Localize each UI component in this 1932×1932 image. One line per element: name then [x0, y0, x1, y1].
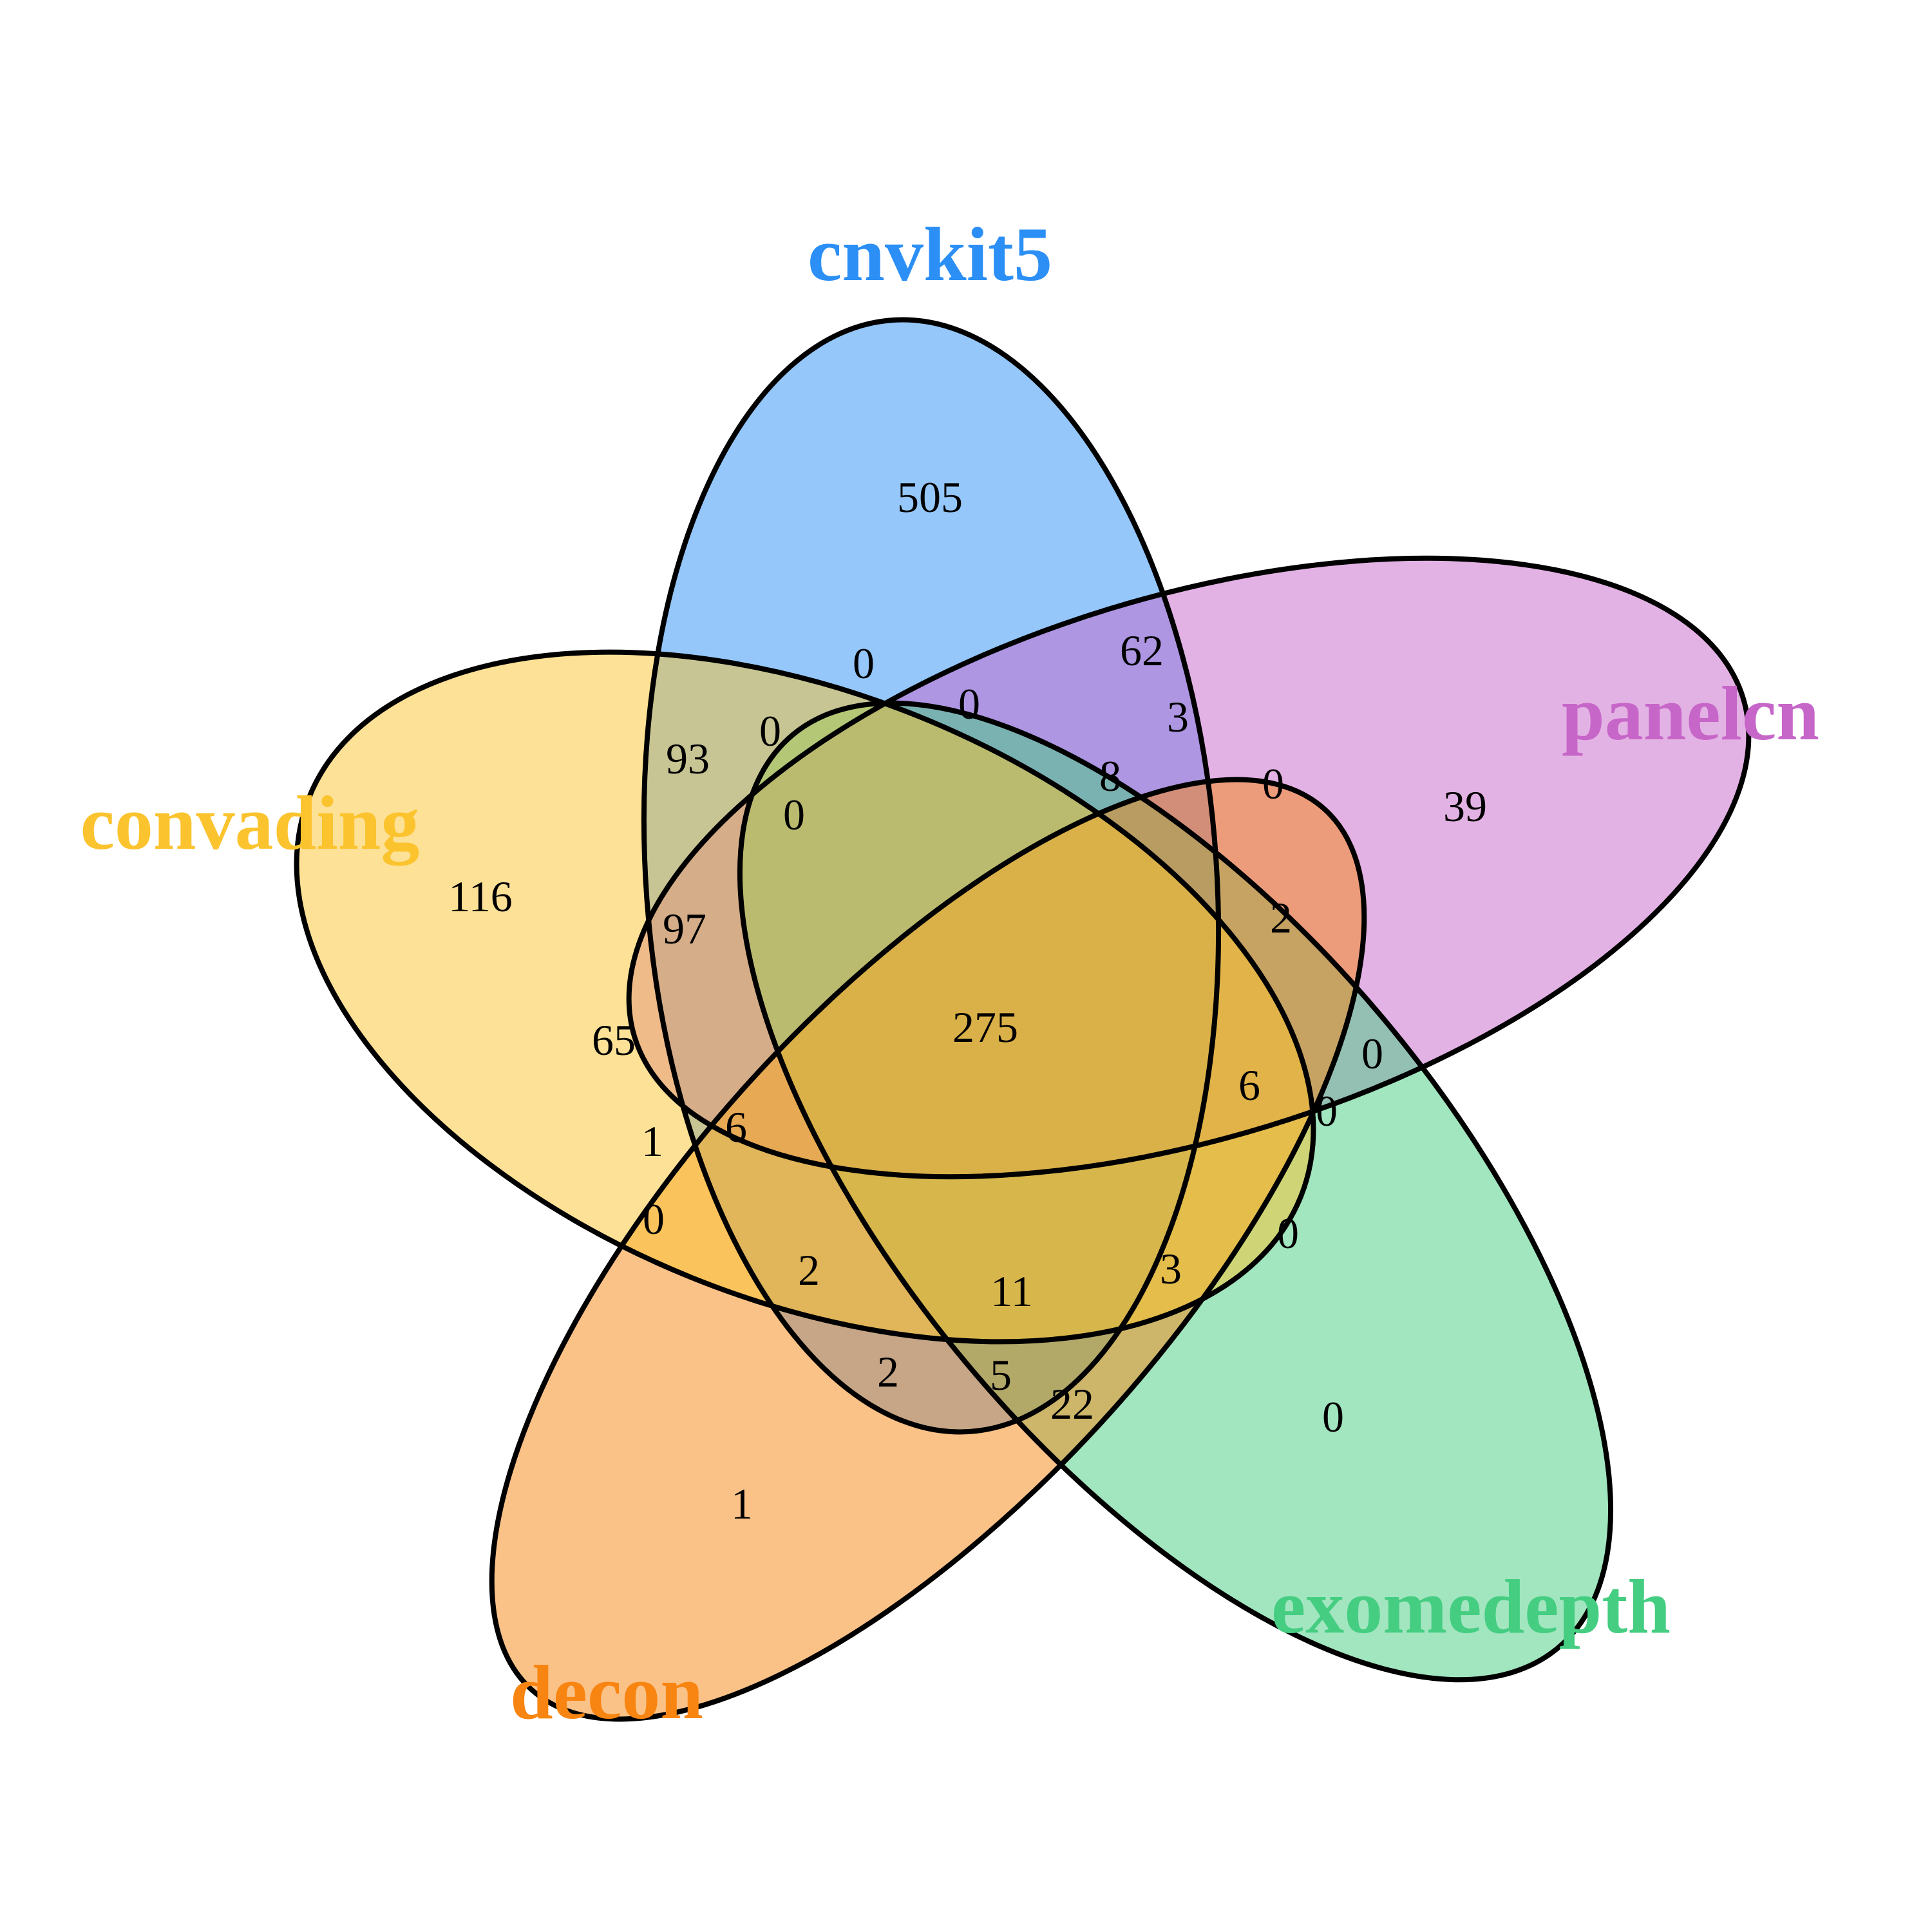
set-labels: cnvkit5 panelcn exomedepth decon convading — [80, 211, 1819, 1735]
region-count-cnvkit5-panelcn-exomedepth-convading: 0 — [783, 790, 805, 839]
set-convading-outline — [294, 649, 1316, 1345]
region-count-cnvkit5-panelcn-exomedepth-decon-convading: 275 — [952, 1003, 1018, 1052]
set-label-convading: convading — [80, 780, 420, 866]
region-count-panelcn-convading: 65 — [592, 1016, 636, 1065]
set-label-exomedepth: exomedepth — [1271, 1564, 1671, 1649]
set-label-cnvkit5: cnvkit5 — [808, 211, 1052, 297]
region-count-panelcn-exomedepth-convading: 0 — [1316, 1086, 1338, 1135]
region-count-cnvkit5-exomedepth-convading: 0 — [759, 706, 781, 755]
set-panelcn-outline — [626, 555, 1752, 1180]
region-count-exomedepth: 0 — [1322, 1392, 1344, 1441]
region-count-panelcn-exomedepth-decon-convading: 6 — [1238, 1061, 1260, 1110]
region-count-cnvkit5-panelcn-decon-convading: 6 — [725, 1103, 747, 1151]
set-cnvkit5-outline — [641, 317, 1222, 1435]
region-count-convading: 116 — [448, 872, 512, 921]
region-count-panelcn: 39 — [1443, 782, 1487, 831]
region-count-exomedepth-convading: 0 — [1277, 1209, 1299, 1258]
region-count-cnvkit5-panelcn-exomedepth: 0 — [958, 679, 980, 728]
region-count-cnvkit5-exomedepth-decon-convading: 11 — [990, 1267, 1032, 1316]
region-count-cnvkit5-exomedepth-decon: 5 — [990, 1350, 1012, 1399]
region-count-cnvkit5-decon: 2 — [877, 1347, 899, 1396]
region-count-cnvkit5-panelcn-decon: 3 — [1167, 692, 1189, 741]
region-count-exomedepth-decon: 22 — [1050, 1379, 1094, 1428]
region-count-panelcn-decon-convading: 1 — [641, 1117, 663, 1166]
set-decon-outline — [489, 777, 1367, 1722]
region-count-panelcn-exomedepth-decon: 2 — [1270, 893, 1292, 942]
region-count-cnvkit5-panelcn-convading: 97 — [663, 904, 706, 953]
set-label-decon: decon — [510, 1649, 703, 1735]
region-count-decon: 1 — [731, 1479, 753, 1528]
region-count-cnvkit5: 505 — [897, 473, 963, 522]
region-count-cnvkit5-panelcn: 62 — [1120, 626, 1164, 675]
region-count-cnvkit5-exomedepth: 0 — [853, 639, 875, 688]
set-outlines — [294, 317, 1752, 1722]
region-count-cnvkit5-panelcn-exomedepth-decon: 8 — [1099, 752, 1121, 800]
region-count-cnvkit5-decon-convading: 2 — [798, 1245, 820, 1294]
region-count-cnvkit5-convading: 93 — [666, 734, 710, 783]
region-count-panelcn-exomedepth: 0 — [1361, 1029, 1383, 1078]
region-count-exomedepth-decon-convading: 3 — [1160, 1244, 1182, 1293]
region-count-panelcn-decon: 0 — [1262, 759, 1284, 808]
set-exomedepth-outline — [737, 700, 1614, 1683]
set-label-panelcn: panelcn — [1562, 670, 1819, 756]
region-count-decon-convading: 0 — [643, 1195, 665, 1244]
